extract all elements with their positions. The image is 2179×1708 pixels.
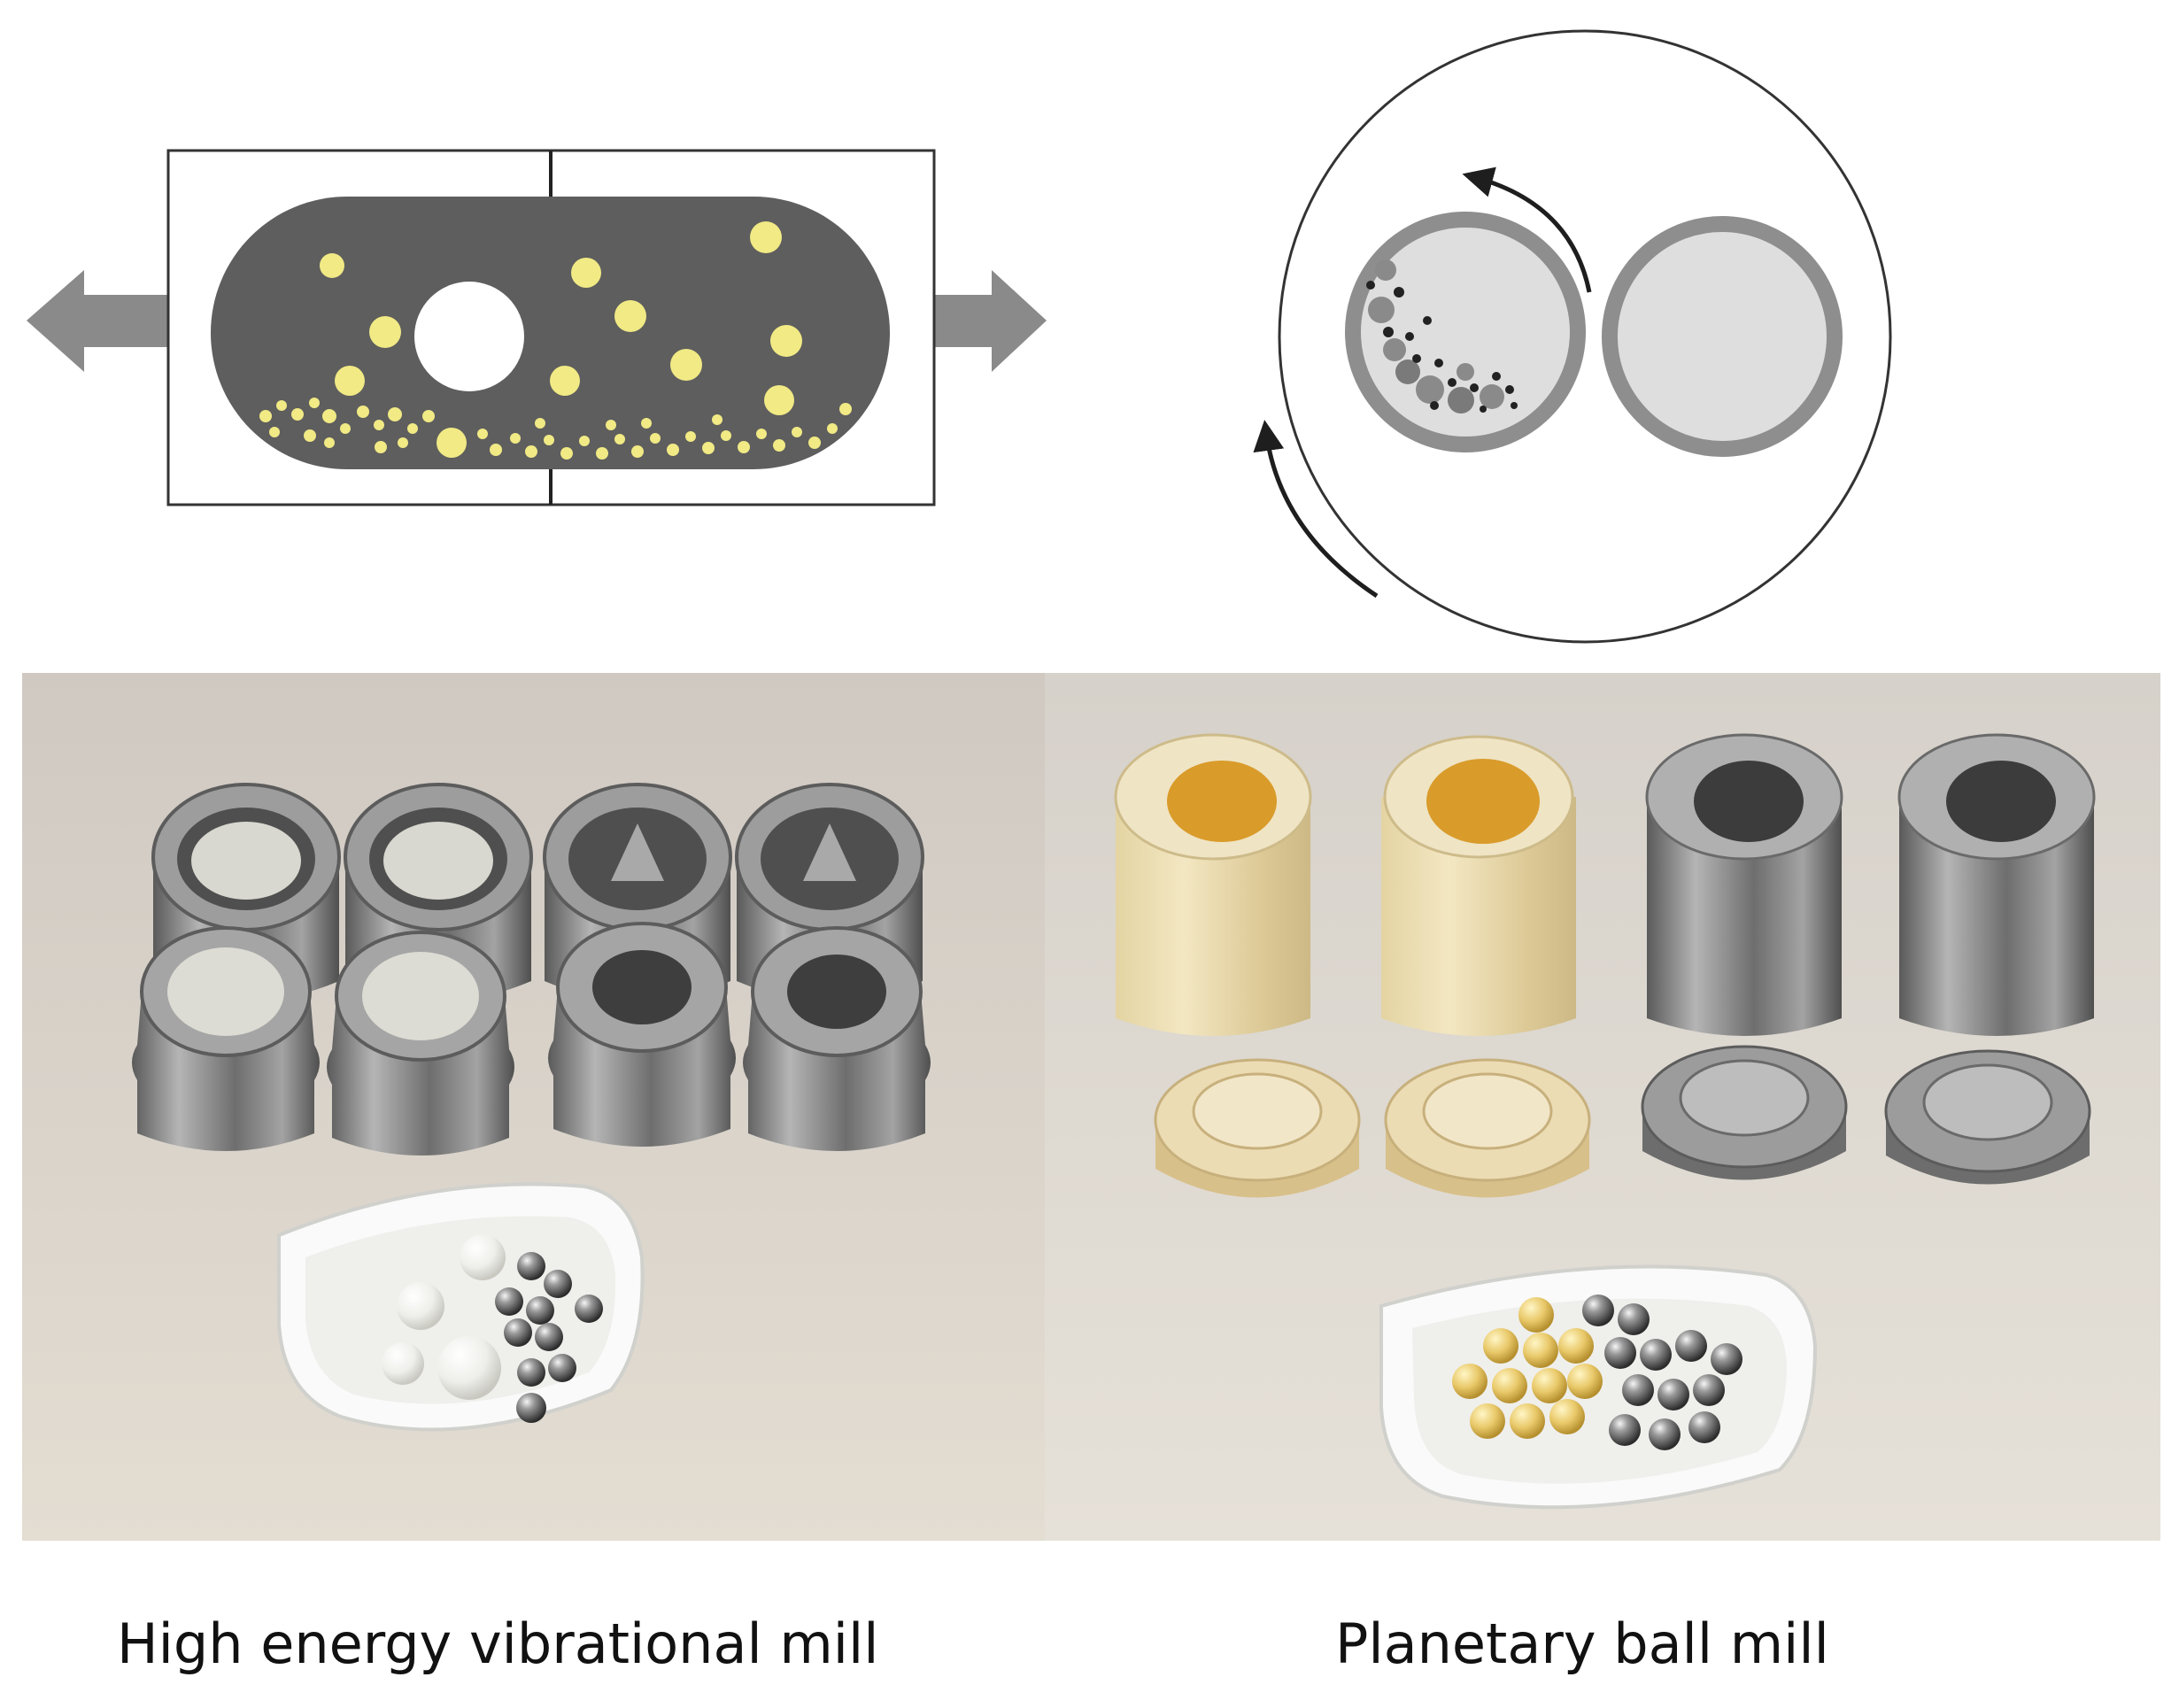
vial-cup bbox=[151, 783, 341, 1003]
vial-threaded bbox=[741, 926, 932, 1153]
vial-cup bbox=[344, 783, 533, 1003]
ceramic-jar bbox=[1114, 733, 1312, 1036]
vibrational-mill-schematic bbox=[27, 149, 1047, 506]
vibrational-mill-photo bbox=[22, 673, 1045, 1541]
ceramic-jar bbox=[1381, 735, 1576, 1036]
powder-particles bbox=[259, 398, 852, 460]
ceramic-lid bbox=[1154, 1058, 1361, 1198]
ball-dish bbox=[1379, 1264, 1818, 1510]
vial-threaded bbox=[546, 922, 738, 1148]
vial-threaded bbox=[325, 931, 516, 1157]
planetary-mill-schematic bbox=[1253, 29, 1892, 644]
ball-dish bbox=[277, 1182, 645, 1432]
vial-left bbox=[1345, 212, 1586, 452]
steel-lid bbox=[1641, 1045, 1848, 1180]
vial-cup bbox=[735, 783, 924, 1003]
planetary-mill-photo bbox=[1045, 673, 2160, 1541]
vial-threaded bbox=[130, 926, 321, 1153]
powder-balls-large bbox=[320, 221, 802, 458]
curved-arrow-icon bbox=[1253, 420, 1379, 599]
caption-planetary-mill: Planetary ball mill bbox=[1335, 1611, 1829, 1676]
curved-arrow-icon bbox=[1462, 166, 1592, 293]
right-arrow-icon bbox=[934, 270, 1047, 372]
caption-vibrational-mill: High energy vibrational mill bbox=[117, 1611, 879, 1676]
steel-jar bbox=[1897, 733, 2096, 1036]
left-arrow-icon bbox=[27, 270, 168, 372]
vial-body bbox=[211, 197, 890, 469]
steel-jar bbox=[1645, 733, 1843, 1036]
vial-right bbox=[1602, 216, 1843, 457]
grinding-ball bbox=[414, 282, 524, 391]
ceramic-lid bbox=[1384, 1058, 1591, 1198]
vial-cup bbox=[543, 783, 732, 1003]
vial-balls bbox=[1366, 259, 1518, 413]
steel-lid bbox=[1884, 1049, 2091, 1185]
